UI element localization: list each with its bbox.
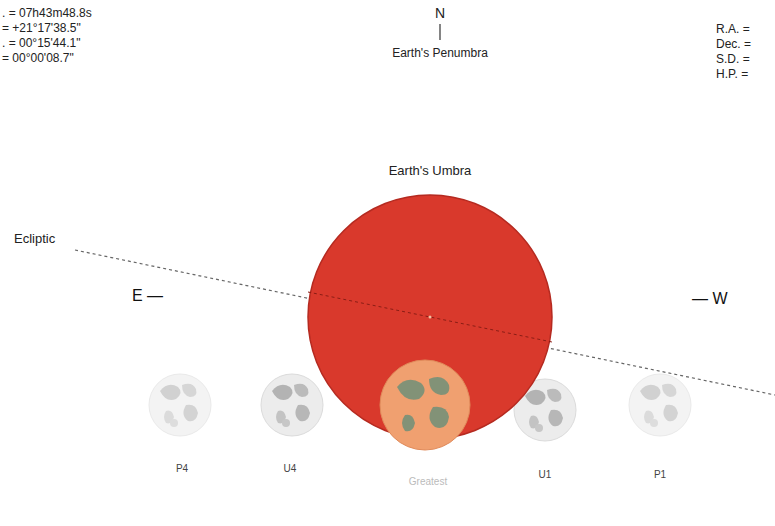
north-mark: N [435, 6, 445, 20]
contact-label: Greatest [409, 475, 447, 489]
umbra-shape [308, 195, 592, 479]
hp-value: = 00°00'08.7" [2, 51, 74, 65]
umbra-circle: Earth's Umbra [308, 195, 552, 439]
sd-value: . = 00°15'44.1" [2, 36, 80, 50]
west-mark: — W [692, 292, 728, 306]
umbra-title: Earth's Umbra [389, 163, 472, 178]
dec-label: Dec. = [716, 37, 751, 51]
contact-label: P1 [654, 468, 666, 482]
contact-label: P4 [176, 462, 188, 476]
ecliptic-label: Ecliptic [14, 232, 55, 246]
contact-label: U1 [539, 468, 552, 482]
east-mark: E — [132, 289, 163, 303]
sd-label: S.D. = [716, 52, 750, 66]
dec-value: = +21°17'38.5" [2, 21, 81, 35]
hp-label: H.P. = [716, 67, 748, 81]
contact-label: U4 [284, 462, 297, 476]
ra-value: . = 07h43m48.8s [2, 6, 92, 20]
penumbra-label: Earth's Penumbra [392, 46, 488, 60]
ra-label: R.A. = [716, 22, 750, 36]
